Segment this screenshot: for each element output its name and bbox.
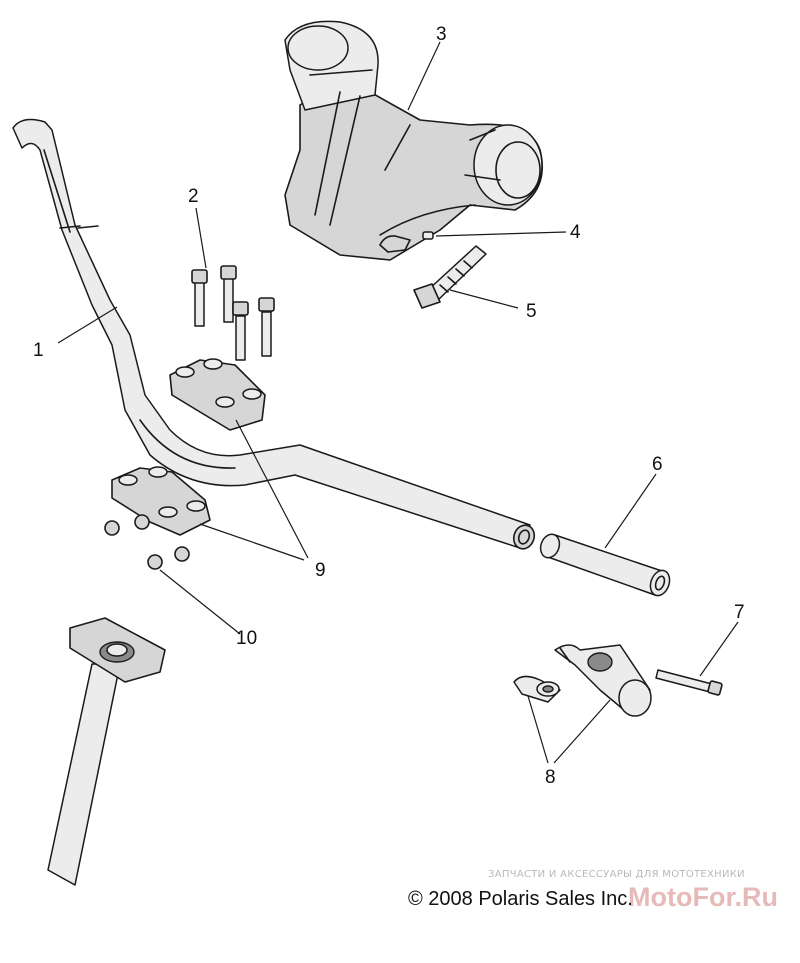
callout-8: 8 xyxy=(545,767,556,788)
callout-6: 6 xyxy=(652,454,663,475)
leader-lines xyxy=(57,41,739,764)
watermark-brand: MotoFor.Ru xyxy=(628,882,778,912)
watermark-tagline: ЗАПЧАСТИ И АКСЕССУАРЫ ДЛЯ МОТОТЕХНИКИ xyxy=(488,869,745,880)
bolt xyxy=(191,269,208,327)
nut xyxy=(134,514,150,530)
callout-3: 3 xyxy=(436,24,447,45)
bolt xyxy=(220,265,237,323)
copyright-notice: © 2008 Polaris Sales Inc. xyxy=(408,888,633,910)
callout-9: 9 xyxy=(315,560,326,581)
callout-5: 5 xyxy=(526,301,537,322)
steering-post xyxy=(47,617,166,886)
grip-tube xyxy=(539,533,671,597)
retaining-screw xyxy=(379,231,434,253)
callout-4: 4 xyxy=(570,222,581,243)
bolt xyxy=(232,301,249,361)
pin-bolt xyxy=(655,669,723,696)
nuts xyxy=(104,514,190,570)
bolt xyxy=(258,297,275,357)
strap xyxy=(413,245,487,309)
clamp-upper xyxy=(169,358,266,431)
nut xyxy=(174,546,190,562)
callouts: 1 2 3 4 5 6 7 8 9 10 xyxy=(33,24,745,788)
callout-2: 2 xyxy=(188,186,199,207)
handlebar xyxy=(12,118,536,550)
callout-10: 10 xyxy=(236,628,257,649)
nut xyxy=(104,520,120,536)
washer xyxy=(513,675,561,703)
bar-end-plug xyxy=(554,644,652,717)
callout-1: 1 xyxy=(33,340,44,361)
bolts xyxy=(191,265,275,361)
callout-7: 7 xyxy=(734,602,745,623)
handlebar-cover xyxy=(284,20,544,261)
clamp-lower xyxy=(111,466,211,536)
nut xyxy=(147,554,163,570)
